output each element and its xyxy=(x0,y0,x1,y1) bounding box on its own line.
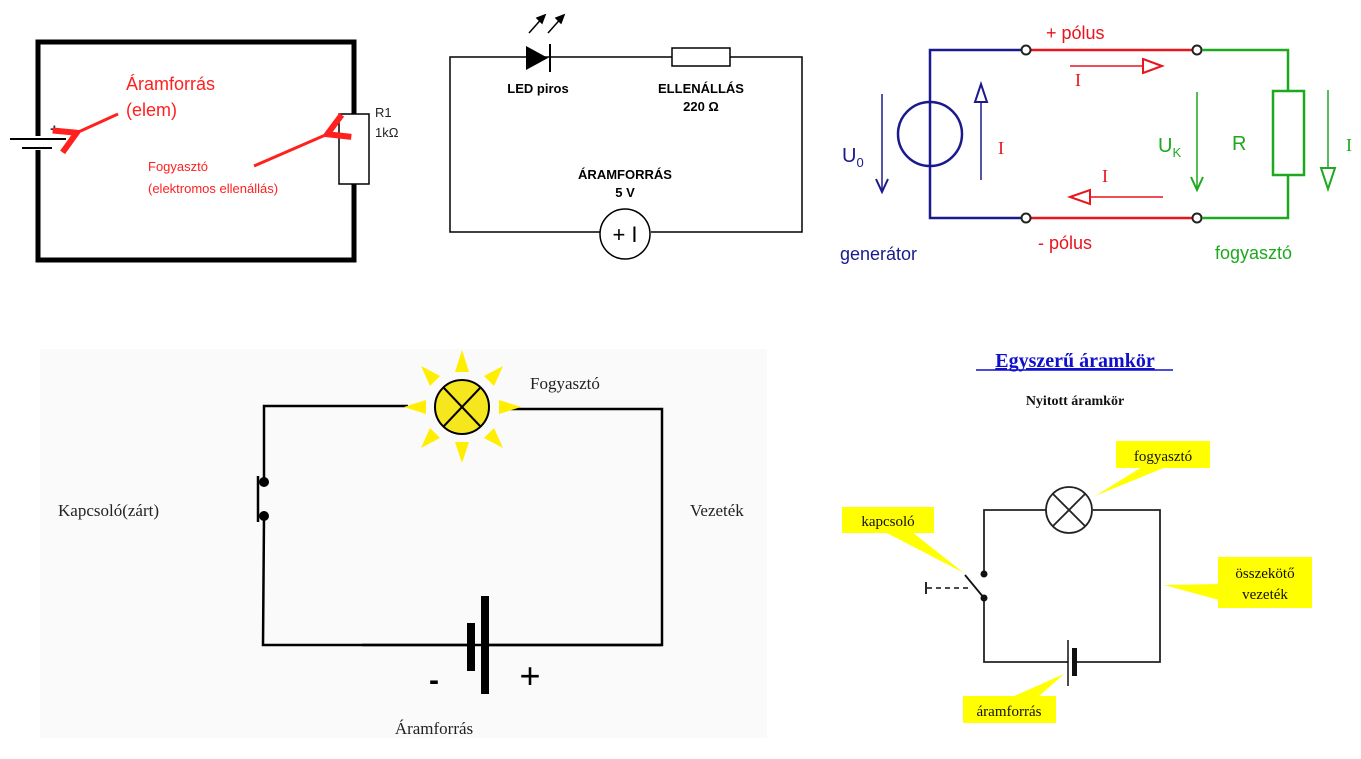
consumer-label-line1: Fogyasztó xyxy=(148,159,208,174)
wire-right xyxy=(1077,509,1161,663)
battery-positive-plate-icon xyxy=(481,596,489,694)
resistor-label: ELLENÁLLÁS xyxy=(658,81,744,96)
source-callout-pointer xyxy=(1012,674,1064,697)
consumer-label: fogyasztó xyxy=(1215,243,1292,263)
terminal-icon xyxy=(1191,44,1203,56)
battery-negative-plate-icon xyxy=(467,623,475,671)
switch-terminal-icon xyxy=(980,570,988,578)
open-circuit-title[interactable]: Egyszerű áramkör xyxy=(995,350,1155,372)
wire-callout-pointer xyxy=(1164,584,1219,600)
led-label: LED piros xyxy=(507,81,568,96)
led-diode-icon xyxy=(526,46,548,70)
switch-terminal-icon xyxy=(259,477,269,487)
terminal-icon xyxy=(1191,212,1203,224)
switch-terminal-icon xyxy=(259,511,269,521)
wire-top-left xyxy=(262,404,408,478)
resistor-name: R1 xyxy=(375,105,392,120)
source-label: ÁRAMFORRÁS xyxy=(578,167,672,182)
source-value: 5 V xyxy=(615,185,635,200)
top-current-label: I xyxy=(1075,70,1081,90)
diagram-closed-circuit: - + Fogyasztó Kapcsoló(zárt) Vezeték Ára… xyxy=(40,349,767,738)
resistor-value: 220 Ω xyxy=(683,99,719,114)
consumer-callout-text: fogyasztó xyxy=(1134,449,1192,465)
diagram-basic-circuit: + R1 1kΩ Áramforrás (elem) Fogyasztó (el… xyxy=(10,39,399,263)
battery-minus-sign: - xyxy=(429,664,439,697)
generator-label: generátor xyxy=(840,244,917,264)
diagram-background xyxy=(40,349,767,738)
u0-label: U0 xyxy=(842,145,864,170)
consumer-callout xyxy=(1116,441,1210,468)
battery-short-plate-icon xyxy=(1072,648,1077,676)
consumer-label-line2: (elektromos ellenállás) xyxy=(148,181,278,196)
wire-top-left xyxy=(983,509,1046,573)
gen-current-label: I xyxy=(998,138,1004,158)
consumer-arrow-icon xyxy=(253,133,330,168)
consumer-label: Fogyasztó xyxy=(530,374,600,393)
wire-bottom-left xyxy=(261,516,347,647)
lamp-cross-line xyxy=(1052,493,1086,527)
source-callout xyxy=(963,696,1056,723)
switch-callout-text: kapcsoló xyxy=(861,514,914,530)
resistor-value: 1kΩ xyxy=(375,125,399,140)
diagram-open-circuit: Egyszerű áramkör Nyitott áramkör fogyasz… xyxy=(842,350,1312,723)
switch-lever-icon xyxy=(964,574,985,599)
load-current-label: I xyxy=(1346,135,1352,155)
wire-callout-line1: összekötő xyxy=(1235,566,1294,582)
generator-wire xyxy=(928,48,1022,220)
uk-label: UK xyxy=(1158,135,1181,160)
switch-callout-pointer xyxy=(885,532,964,573)
switch-label: Kapcsoló(zárt) xyxy=(58,501,159,520)
wire-bottom-left xyxy=(983,598,1068,663)
bottom-current-arrow-head xyxy=(1066,188,1091,206)
diagram-generator-consumer: U0 I + pólus - pólus I I UK R I generáto… xyxy=(840,23,1352,264)
r-label: R xyxy=(1232,133,1246,155)
lamp-cross-line xyxy=(443,387,481,427)
diagram-led-circuit: + I LED piros ELLENÁLLÁS 220 Ω ÁRAMFORRÁ… xyxy=(449,13,803,260)
terminal-icon xyxy=(1020,44,1032,56)
open-circuit-subtitle: Nyitott áramkör xyxy=(1026,394,1124,409)
led-light-emission-icon xyxy=(528,13,566,34)
bottom-current-label: I xyxy=(1102,166,1108,186)
wire-callout-line2: vezeték xyxy=(1242,587,1288,603)
consumer-wire-top xyxy=(1202,48,1290,91)
voltage-source-symbol: + I xyxy=(612,222,637,247)
resistor-symbol xyxy=(671,47,731,67)
lamp-rays-icon xyxy=(404,350,521,463)
wire-label: Vezeték xyxy=(690,501,744,520)
u0-arrow-head xyxy=(875,178,889,195)
terminal-icon xyxy=(1020,212,1032,224)
gen-current-arrow-head xyxy=(973,80,989,103)
top-current-arrow-head xyxy=(1142,57,1165,75)
load-current-arrow-head xyxy=(1319,167,1337,193)
wire-callout xyxy=(1218,557,1312,608)
consumer-callout-pointer xyxy=(1095,467,1166,496)
uk-arrow-head xyxy=(1190,176,1204,193)
plus-pole-label: + pólus xyxy=(1046,23,1105,43)
minus-pole-label: - pólus xyxy=(1038,233,1092,253)
battery-plus-sign: + xyxy=(519,655,540,696)
switch-callout xyxy=(842,507,934,533)
generator-source-icon xyxy=(896,100,964,168)
circuit-wire xyxy=(449,56,803,233)
voltage-source-icon xyxy=(599,208,651,260)
battery-plus-sign: + xyxy=(50,121,59,138)
source-label-line1: Áramforrás xyxy=(126,74,215,94)
source-label: Áramforrás xyxy=(395,719,473,738)
source-arrow-icon xyxy=(74,112,119,134)
load-resistor-symbol xyxy=(1271,89,1306,177)
source-callout-text: áramforrás xyxy=(977,704,1042,720)
resistor-symbol xyxy=(338,113,370,185)
consumer-wire-bottom xyxy=(1202,175,1290,220)
source-label-line2: (elem) xyxy=(126,100,177,120)
